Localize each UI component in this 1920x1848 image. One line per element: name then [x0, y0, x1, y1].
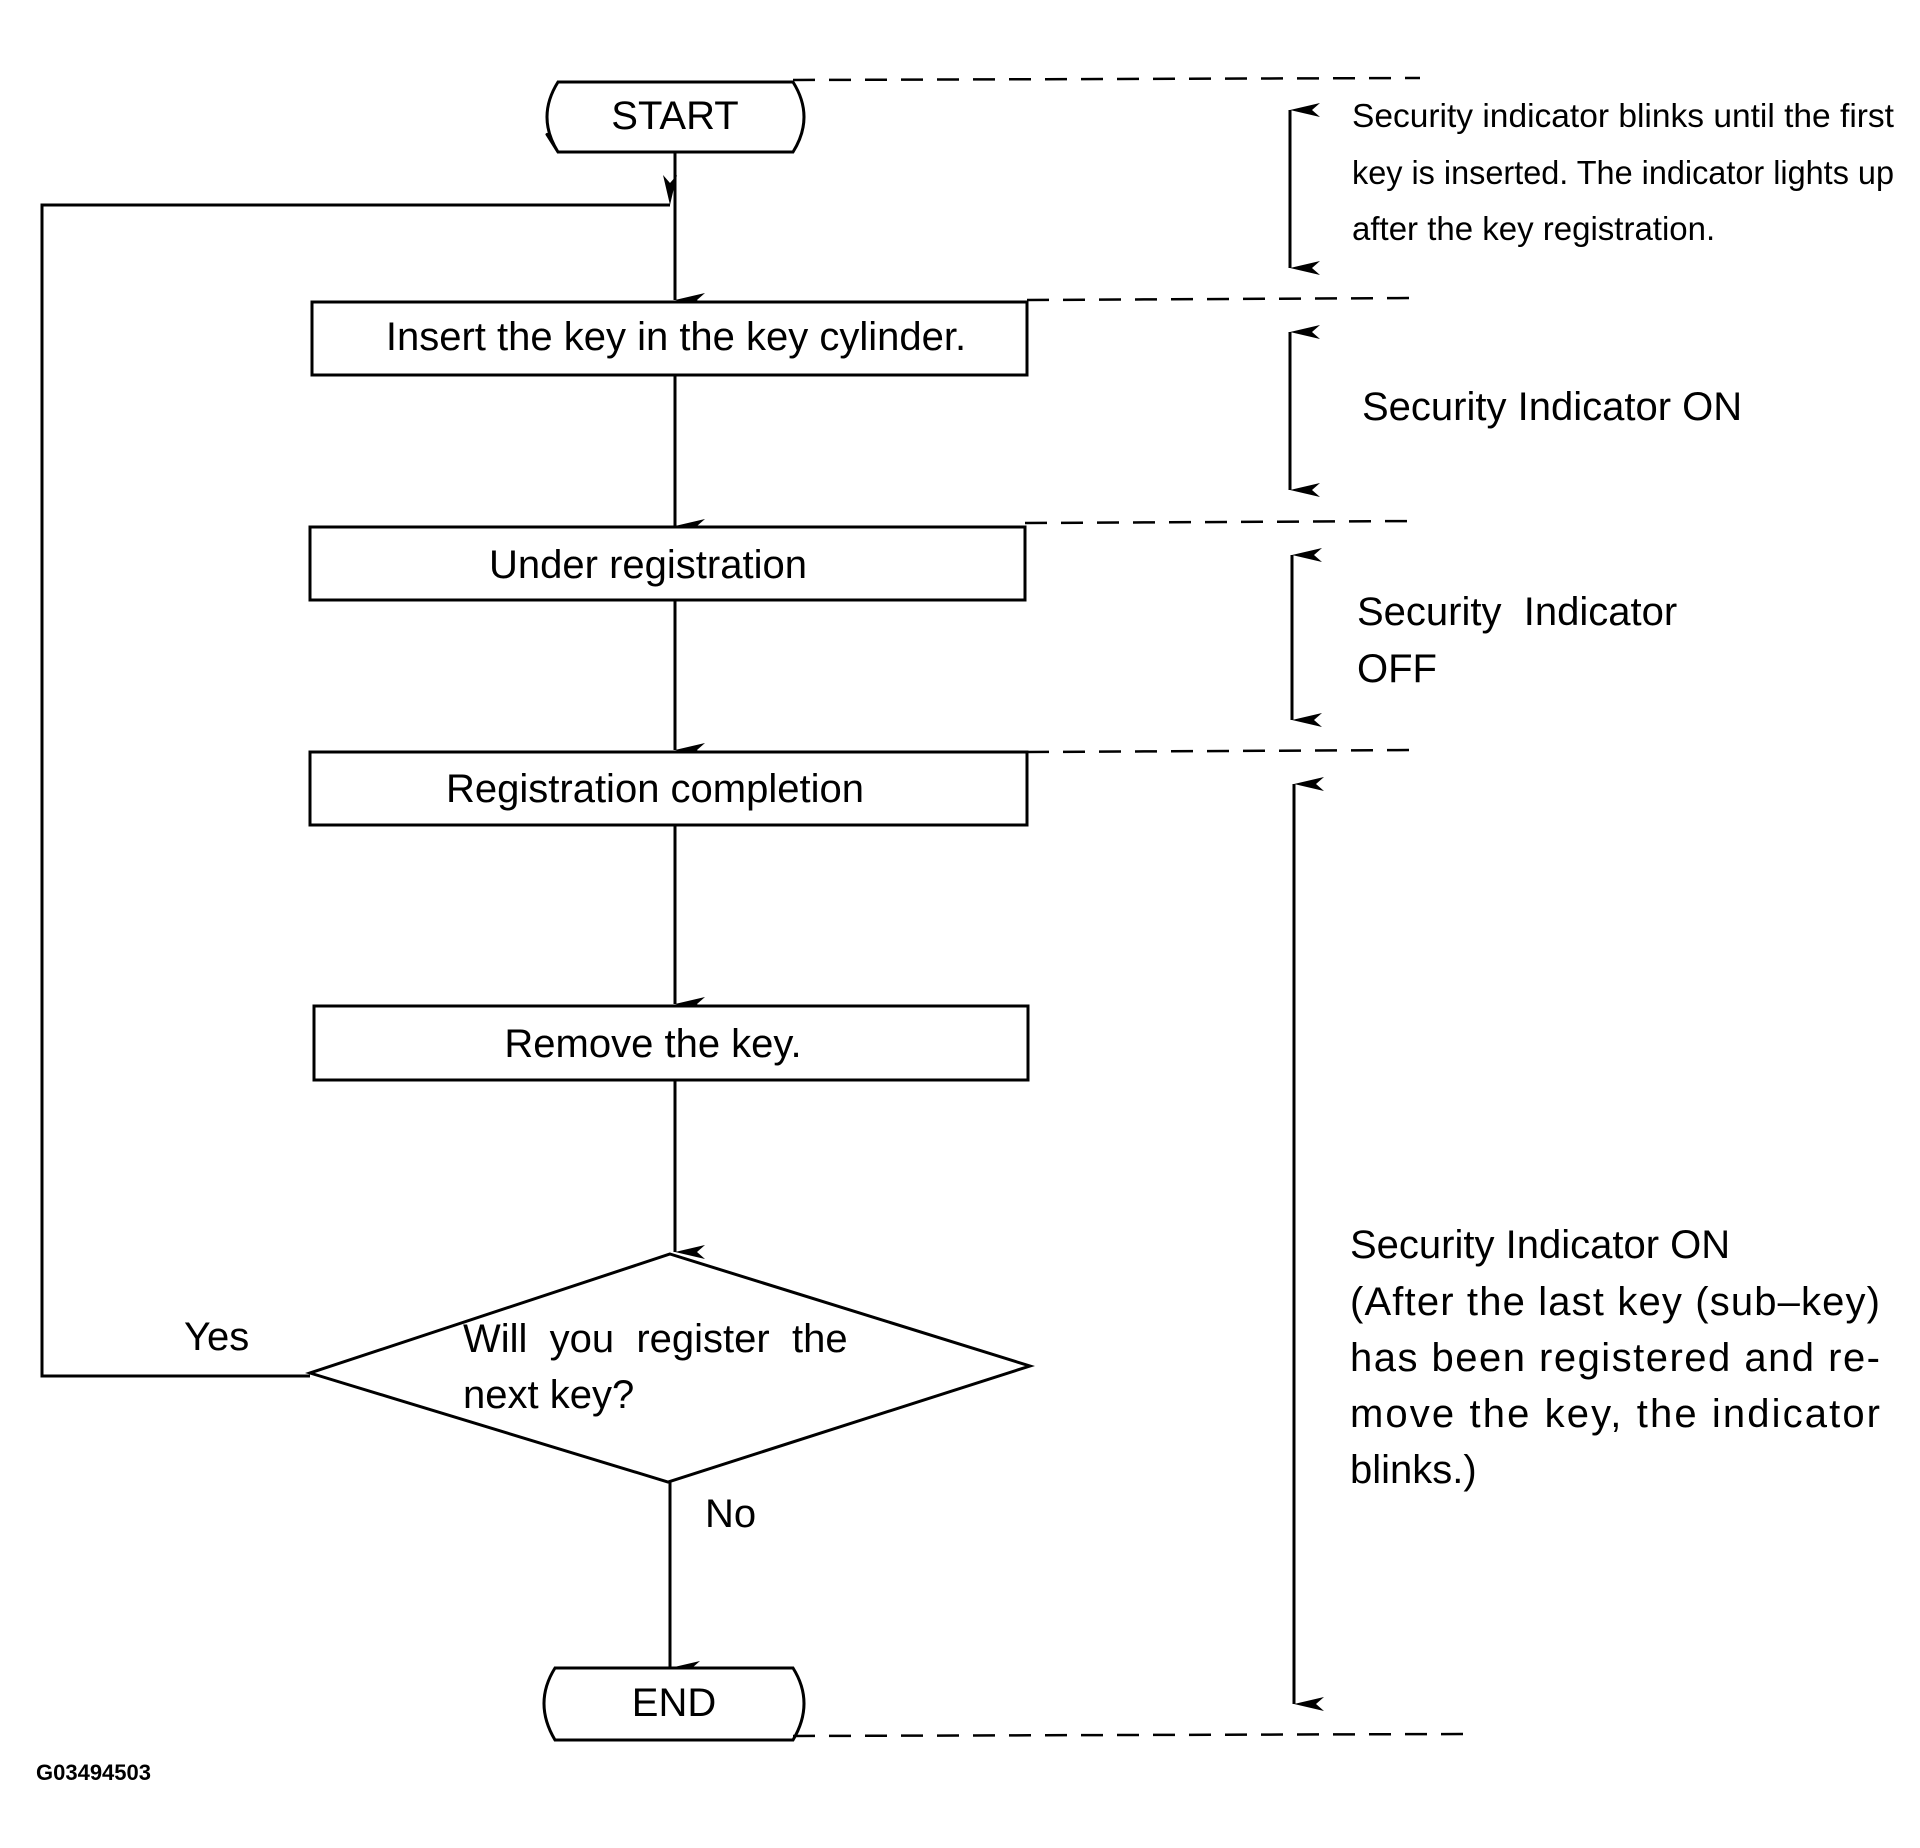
start-terminal: START [545, 80, 806, 154]
decision-question-line1: Will you register the [463, 1317, 848, 1361]
step-remove-key: Remove the key. [312, 1004, 1030, 1082]
decision-question-line2: next key? [463, 1373, 634, 1417]
note-phase-4: Security Indicator ON (After the last ke… [1350, 1223, 1880, 1492]
no-branch-label: No [705, 1492, 756, 1536]
guide-line-under [1024, 519, 1421, 525]
guide-line-end [792, 1732, 1466, 1738]
note-phase-1-line3: after the key registration. [1352, 210, 1715, 247]
note-phase-1: Security indicator blinks until the firs… [1352, 97, 1894, 247]
note-phase-1-line1: Security indicator blinks until the firs… [1352, 97, 1894, 134]
step-under-registration: Under registration [308, 525, 1027, 602]
note-phase-2-line1: Security Indicator ON [1362, 385, 1742, 429]
flow-connectors [40, 152, 705, 1675]
note-phase-2: Security Indicator ON [1362, 385, 1742, 429]
figure-id: G03494503 [36, 1760, 151, 1785]
phase-guide-lines [792, 76, 1466, 1738]
step-remove-key-label: Remove the key. [504, 1022, 801, 1066]
note-phase-1-line2: key is inserted. The indicator lights up [1352, 154, 1894, 191]
note-phase-4-line2: (After the last key (sub–key) [1350, 1280, 1880, 1324]
yes-branch-label: Yes [184, 1315, 249, 1359]
note-phase-4-line4: move the key, the indicator [1350, 1392, 1880, 1436]
step-under-registration-label: Under registration [489, 543, 807, 587]
end-terminal: END [542, 1666, 806, 1742]
phase-timeline [1288, 103, 1324, 1711]
step-insert-key: Insert the key in the key cylinder. [310, 300, 1029, 377]
guide-line-start [792, 76, 1421, 82]
note-phase-3-line2: OFF [1357, 647, 1437, 691]
decision-register-next-key: Will you register the next key? [305, 1252, 1035, 1484]
note-phase-3: Security Indicator OFF [1357, 590, 1677, 691]
guide-line-insert [1026, 296, 1421, 302]
step-registration-completion-label: Registration completion [446, 767, 864, 811]
note-phase-3-line1: Security Indicator [1357, 590, 1677, 634]
end-label: END [632, 1681, 716, 1725]
start-label: START [611, 94, 738, 138]
connector-yes-loop [40, 175, 677, 1378]
step-insert-key-label: Insert the key in the key cylinder. [386, 315, 966, 359]
step-registration-completion: Registration completion [308, 750, 1029, 827]
guide-line-completion [1026, 748, 1421, 754]
note-phase-4-line5: blinks.) [1350, 1448, 1477, 1492]
note-phase-4-line3: has been registered and re- [1350, 1336, 1880, 1380]
note-phase-4-line1: Security Indicator ON [1350, 1223, 1730, 1267]
